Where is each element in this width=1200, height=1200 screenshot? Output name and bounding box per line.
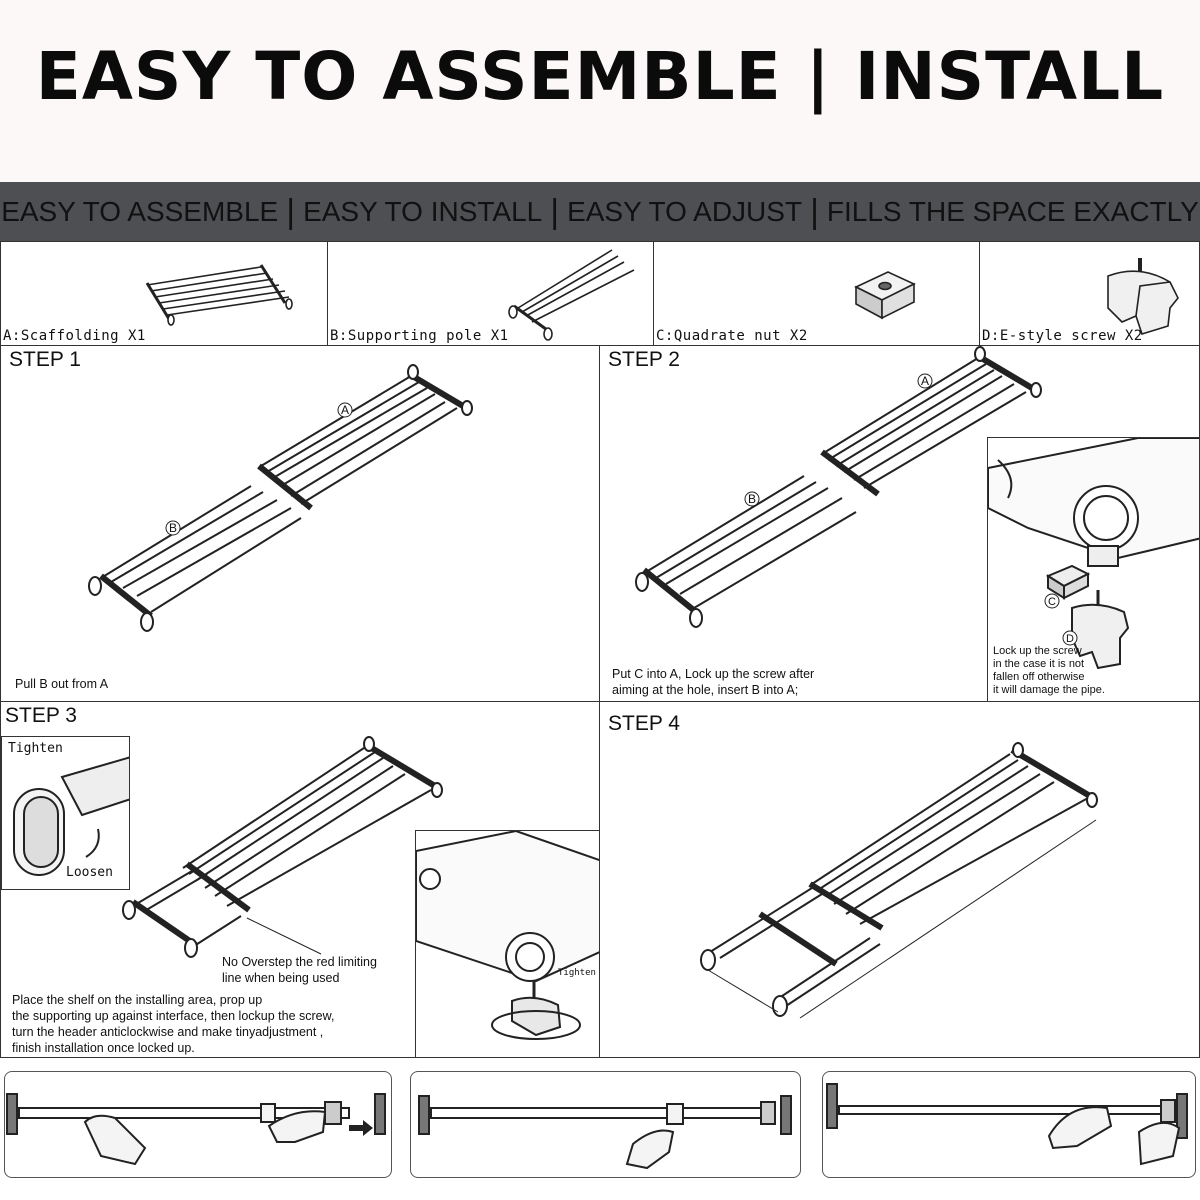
page-title: EASY TO ASSEMBLE | INSTALL [35, 38, 1165, 115]
banner-item-assemble: EASY TO ASSEMBLE [1, 195, 279, 227]
part-cell-supporting-pole: B:Supporting pole X1 [327, 241, 654, 346]
banner-separator: | [810, 192, 819, 231]
pipe-detail-illustration: C D [988, 438, 1199, 670]
part-cell-quadrate-nut: C:Quadrate nut X2 [653, 241, 980, 346]
step-2-detail-inset: C D Lock up the screw in the case it is … [987, 437, 1199, 701]
step-1-callout-b: B [169, 521, 177, 535]
e-style-screw-icon [1107, 258, 1179, 335]
pull-hand-icon [6, 1093, 386, 1166]
knob-tighten-label: Tighten [8, 741, 63, 756]
knob-loosen-label: Loosen [66, 865, 113, 880]
right-arrow-icon [349, 1120, 373, 1136]
step-2-caption: Put C into A, Lock up the screw after ai… [612, 667, 815, 697]
step-3-panel: STEP 3 Tighten Loosen [0, 701, 600, 1058]
part-cell-e-style-screw: D:E-style screw X2 [979, 241, 1200, 346]
part-cell-scaffolding: A:Scaffolding X1 [0, 241, 328, 346]
step-2-title: STEP 2 [608, 348, 680, 371]
step-3-caption: Place the shelf on the installing area, … [12, 993, 335, 1055]
banner-item-install: EASY TO INSTALL [303, 195, 543, 227]
step-1-illustration: A B [88, 364, 473, 632]
step-1-caption: Pull B out from A [15, 677, 109, 691]
banner-separator: | [286, 192, 296, 231]
detail-tighten-label: Tighten [558, 968, 596, 978]
banner-item-fills: FILLS THE SPACE EXACTLY [826, 195, 1199, 227]
step-2-illustration: A B [635, 346, 1042, 628]
step-2-panel: STEP 2 A B Put C into A, Lock up the scr… [599, 345, 1200, 702]
step-2-callout-c: C [1048, 596, 1056, 608]
step-2-callout-d: D [1066, 633, 1074, 645]
step-4-panel: STEP 4 [599, 701, 1200, 1058]
scaffolding-icon [145, 264, 293, 326]
part-label-d: D:E-style screw X2 [982, 328, 1143, 344]
twist-hand-icon [826, 1083, 1188, 1166]
step-2-note: Lock up the screw in the case it is not … [993, 645, 1105, 696]
step-3-title: STEP 3 [5, 704, 77, 727]
step-4-title: STEP 4 [608, 712, 680, 735]
tighten-detail-illustration [416, 831, 599, 1040]
step-3-illustration [122, 736, 443, 958]
install-strip-panel-1 [4, 1071, 392, 1178]
step-2-callout-a: A [921, 374, 929, 388]
step-3-warning: No Overstep the red limiting line when b… [222, 955, 377, 985]
step-2-callout-b: B [748, 492, 756, 506]
step-3-detail-inset: Tighten [415, 830, 599, 1057]
part-label-a: A:Scaffolding X1 [3, 328, 146, 344]
install-strip-panel-2 [410, 1071, 801, 1178]
step-1-callout-a: A [341, 403, 349, 417]
banner-item-adjust: EASY TO ADJUST [567, 195, 803, 227]
part-label-b: B:Supporting pole X1 [330, 328, 509, 344]
install-strip-panel-3 [822, 1071, 1196, 1178]
tighten-hand-icon [418, 1095, 792, 1170]
step-1-panel: STEP 1 A B Pull B out from A [0, 345, 600, 702]
step-4-illustration [700, 742, 1098, 1019]
part-label-c: C:Quadrate nut X2 [656, 328, 808, 344]
step-1-title: STEP 1 [9, 348, 81, 371]
feature-banner: EASY TO ASSEMBLE | EASY TO INSTALL | EAS… [0, 182, 1200, 241]
hero-header: EASY TO ASSEMBLE | INSTALL [0, 0, 1200, 182]
supporting-pole-icon [508, 249, 635, 341]
banner-separator: | [550, 192, 560, 231]
knob-icon [13, 756, 129, 876]
quadrate-nut-icon [854, 271, 916, 320]
step-3-knob-inset: Tighten Loosen [1, 736, 130, 890]
